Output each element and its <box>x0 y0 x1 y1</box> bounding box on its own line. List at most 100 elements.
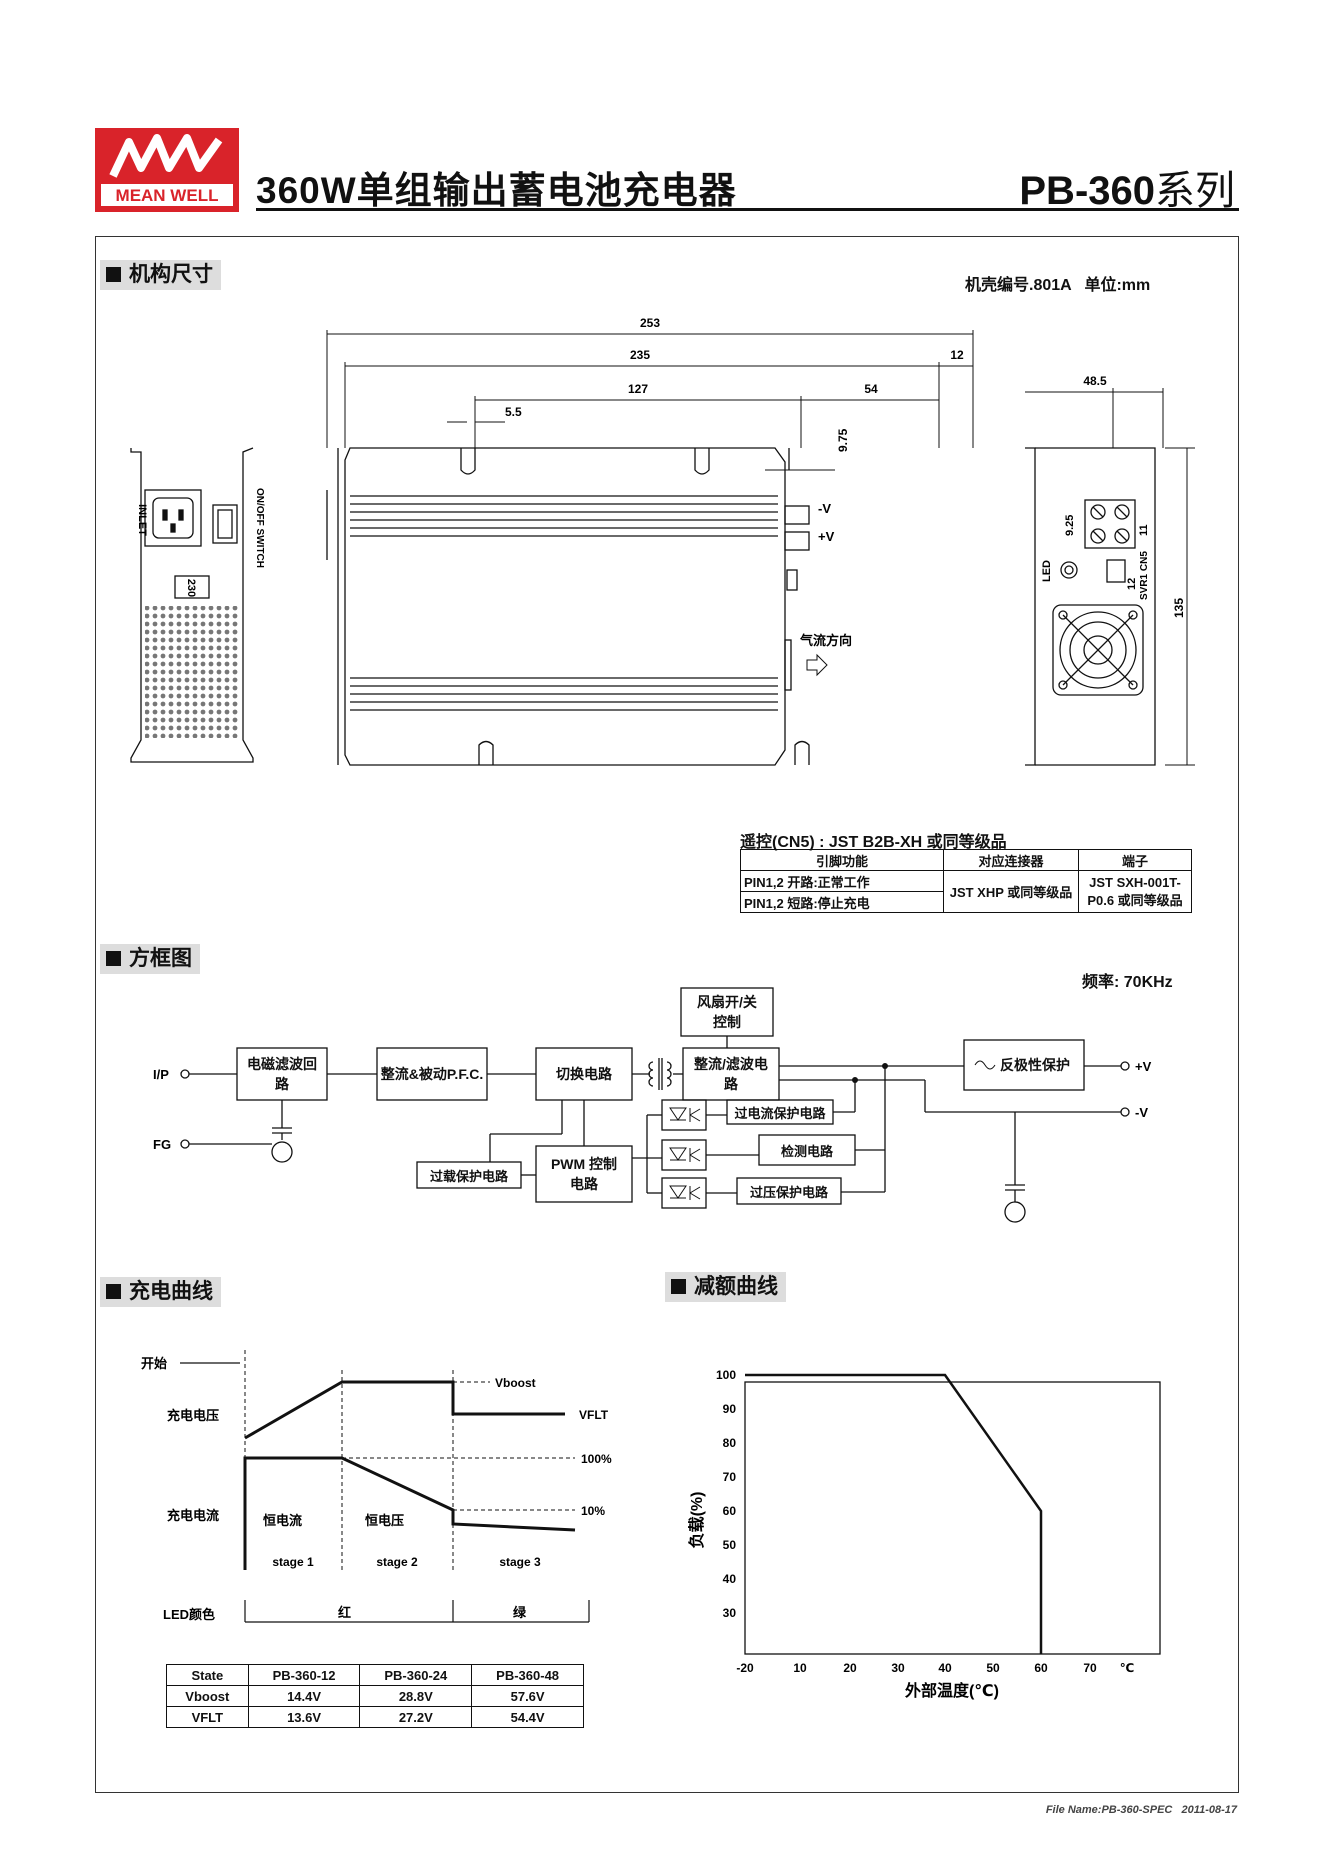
right-end-view <box>1025 447 1156 766</box>
percent-10-label: 10% <box>581 1504 605 1518</box>
conn-mating: JST XHP 或同等级品 <box>943 870 1079 913</box>
airflow-arrow-icon <box>806 653 828 677</box>
dim-253: 253 <box>640 316 660 330</box>
neg-terminal-label: -V <box>818 501 831 516</box>
conn-header-function: 引脚功能 <box>740 849 944 871</box>
section-charge-label: 充电曲线 <box>129 1280 213 1303</box>
opto1 <box>661 1099 707 1131</box>
stage3-label: stage 3 <box>499 1555 541 1569</box>
state-cell: Vboost <box>166 1685 249 1707</box>
conn-row2: PIN1,2 短路:停止充电 <box>740 891 944 913</box>
state-cell: 27.2V <box>359 1706 473 1728</box>
svr-label: SVR1 CN5 <box>1139 551 1150 600</box>
fan-label: 风扇开/关控制 <box>697 994 757 1030</box>
y-tick-label: 60 <box>723 1504 737 1518</box>
dimension-lines <box>326 330 1195 766</box>
connector-table: 引脚功能 对应连接器 端子 PIN1,2 开路:正常工作 JST XHP 或同等… <box>740 849 1192 913</box>
pwm-label: PWM 控制电路 <box>550 1156 618 1192</box>
inlet-label: INLET <box>136 504 148 536</box>
start-label: 开始 <box>141 1356 167 1371</box>
main-body <box>326 447 810 766</box>
charge-curve: 开始 充电电压 充电电流 Vboost VFLT 100% 10% 恒电流 恒电… <box>141 1350 612 1623</box>
meanwell-logo: MEAN WELL <box>95 128 239 212</box>
x-tick-label: ℃ <box>1120 1661 1135 1675</box>
block-diagram: I/P FG +V -V 电磁滤波回路 整流&被动P.F.C. 切换电路 整流/… <box>153 987 1152 1223</box>
cv-label: 恒电压 <box>365 1513 404 1528</box>
vboost-label: Vboost <box>495 1376 536 1390</box>
pos-terminal-label: +V <box>818 529 835 544</box>
vent-grid <box>145 606 239 738</box>
vpos-label: +V <box>1135 1059 1152 1074</box>
dim-48-5: 48.5 <box>1083 374 1107 388</box>
pfc-label: 整流&被动P.F.C. <box>380 1066 484 1082</box>
dim-235: 235 <box>630 348 650 362</box>
x-tick-label: 10 <box>793 1661 807 1675</box>
state-cell: 13.6V <box>247 1706 361 1728</box>
section-block-label: 方框图 <box>129 947 192 970</box>
reverse-box <box>963 1039 1085 1091</box>
vflt-label: VFLT <box>579 1408 609 1422</box>
y-tick-label: 70 <box>723 1470 737 1484</box>
conn-header-terminal: 端子 <box>1078 849 1192 871</box>
dim-12b: 12 <box>1126 578 1138 590</box>
x-tick-label: 70 <box>1083 1661 1097 1675</box>
dim-11: 11 <box>1138 524 1150 536</box>
led-color-label: LED颜色 <box>163 1607 215 1622</box>
y-tick-label: 30 <box>723 1606 737 1620</box>
conn-terminal: JST SXH-001T-P0.6 或同等级品 <box>1078 870 1192 913</box>
section-charge: 充电曲线 <box>100 1277 221 1307</box>
y-tick-label: 80 <box>723 1436 737 1450</box>
model-series: 系列 <box>1155 169 1235 213</box>
y-tick-label: 50 <box>723 1538 737 1552</box>
charge-voltage-label: 充电电压 <box>167 1408 219 1423</box>
y-tick-label: 40 <box>723 1572 737 1586</box>
section-mech-label: 机构尺寸 <box>129 263 213 286</box>
section-bullet-icon <box>106 1284 121 1299</box>
state-header-1: PB-360-12 <box>247 1664 361 1686</box>
vneg-label: -V <box>1135 1105 1148 1120</box>
ip-label: I/P <box>153 1067 169 1082</box>
dim-127: 127 <box>628 382 648 396</box>
x-tick-label: 20 <box>843 1661 857 1675</box>
footer-file-info: File Name:PB-360-SPEC 2011-08-17 <box>1045 1804 1237 1816</box>
section-bullet-icon <box>106 951 121 966</box>
logo-brand: MEAN WELL <box>116 186 219 205</box>
reverse-label: 反极性保护 <box>1000 1057 1070 1073</box>
page-title: 360W单组输出蓄电池充电器 <box>256 170 737 211</box>
section-derating: 减额曲线 <box>665 1272 786 1302</box>
opto2 <box>661 1139 707 1171</box>
mechanical-drawing: INLET ON/OFF SWITCH 230 -V +V 气流方向 <box>130 316 1195 766</box>
stage1-label: stage 1 <box>272 1555 314 1569</box>
fg-label: FG <box>153 1137 171 1152</box>
state-cell: 57.6V <box>471 1685 584 1707</box>
x-tick-label: -20 <box>736 1661 754 1675</box>
led-label: LED <box>1041 560 1053 582</box>
header-rule <box>256 208 1239 211</box>
content-frame <box>95 236 1239 1793</box>
section-bullet-icon <box>106 267 121 282</box>
state-cell: 14.4V <box>247 1685 361 1707</box>
ocp-label: 过电流保护电路 <box>734 1105 826 1121</box>
opto3 <box>661 1177 707 1209</box>
conn-header-mating: 对应连接器 <box>943 849 1079 871</box>
ovp-box <box>736 1177 842 1205</box>
ovp-label: 过压保护电路 <box>749 1184 828 1200</box>
model-number: PB-360 <box>1019 169 1155 213</box>
state-cell: 54.4V <box>471 1706 584 1728</box>
case-info: 机壳编号.801A 单位:mm <box>965 277 1151 294</box>
dim-12: 12 <box>950 348 964 362</box>
state-cell: 28.8V <box>359 1685 473 1707</box>
state-cell: VFLT <box>166 1706 249 1728</box>
y-tick-label: 100 <box>716 1370 736 1382</box>
percent-100-label: 100% <box>581 1452 612 1466</box>
voltage-curve <box>244 1380 565 1440</box>
section-block: 方框图 <box>100 944 200 974</box>
dim-9-75: 9.75 <box>836 428 850 452</box>
frequency-label: 频率: 70KHz <box>1082 974 1173 991</box>
section-mech: 机构尺寸 <box>100 260 221 290</box>
state-header-3: PB-360-48 <box>471 1664 584 1686</box>
y-axis-label: 负载(%) <box>687 1492 706 1549</box>
mw-logo-mark: MEAN WELL <box>101 134 233 206</box>
x-tick-label: 40 <box>938 1661 952 1675</box>
